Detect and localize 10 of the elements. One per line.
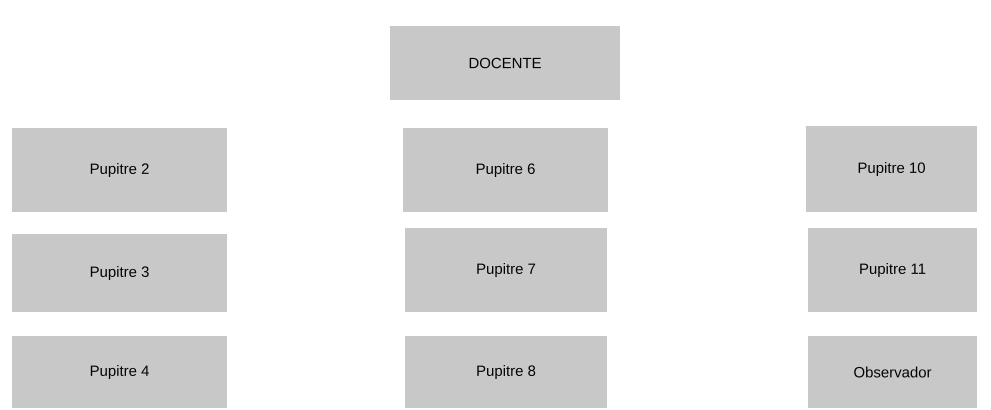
desk-box: Pupitre 2 <box>12 128 227 212</box>
desk-box: Pupitre 4 <box>12 336 227 408</box>
desk-box: Pupitre 7 <box>405 228 607 312</box>
desk-box: Pupitre 11 <box>808 228 977 312</box>
desk-box: DOCENTE <box>390 26 620 100</box>
desk-box: Pupitre 8 <box>405 336 607 408</box>
desk-box: Observador <box>808 336 977 408</box>
desk-box: Pupitre 6 <box>403 128 608 212</box>
desk-box: Pupitre 3 <box>12 234 227 312</box>
desk-box: Pupitre 10 <box>806 126 977 212</box>
